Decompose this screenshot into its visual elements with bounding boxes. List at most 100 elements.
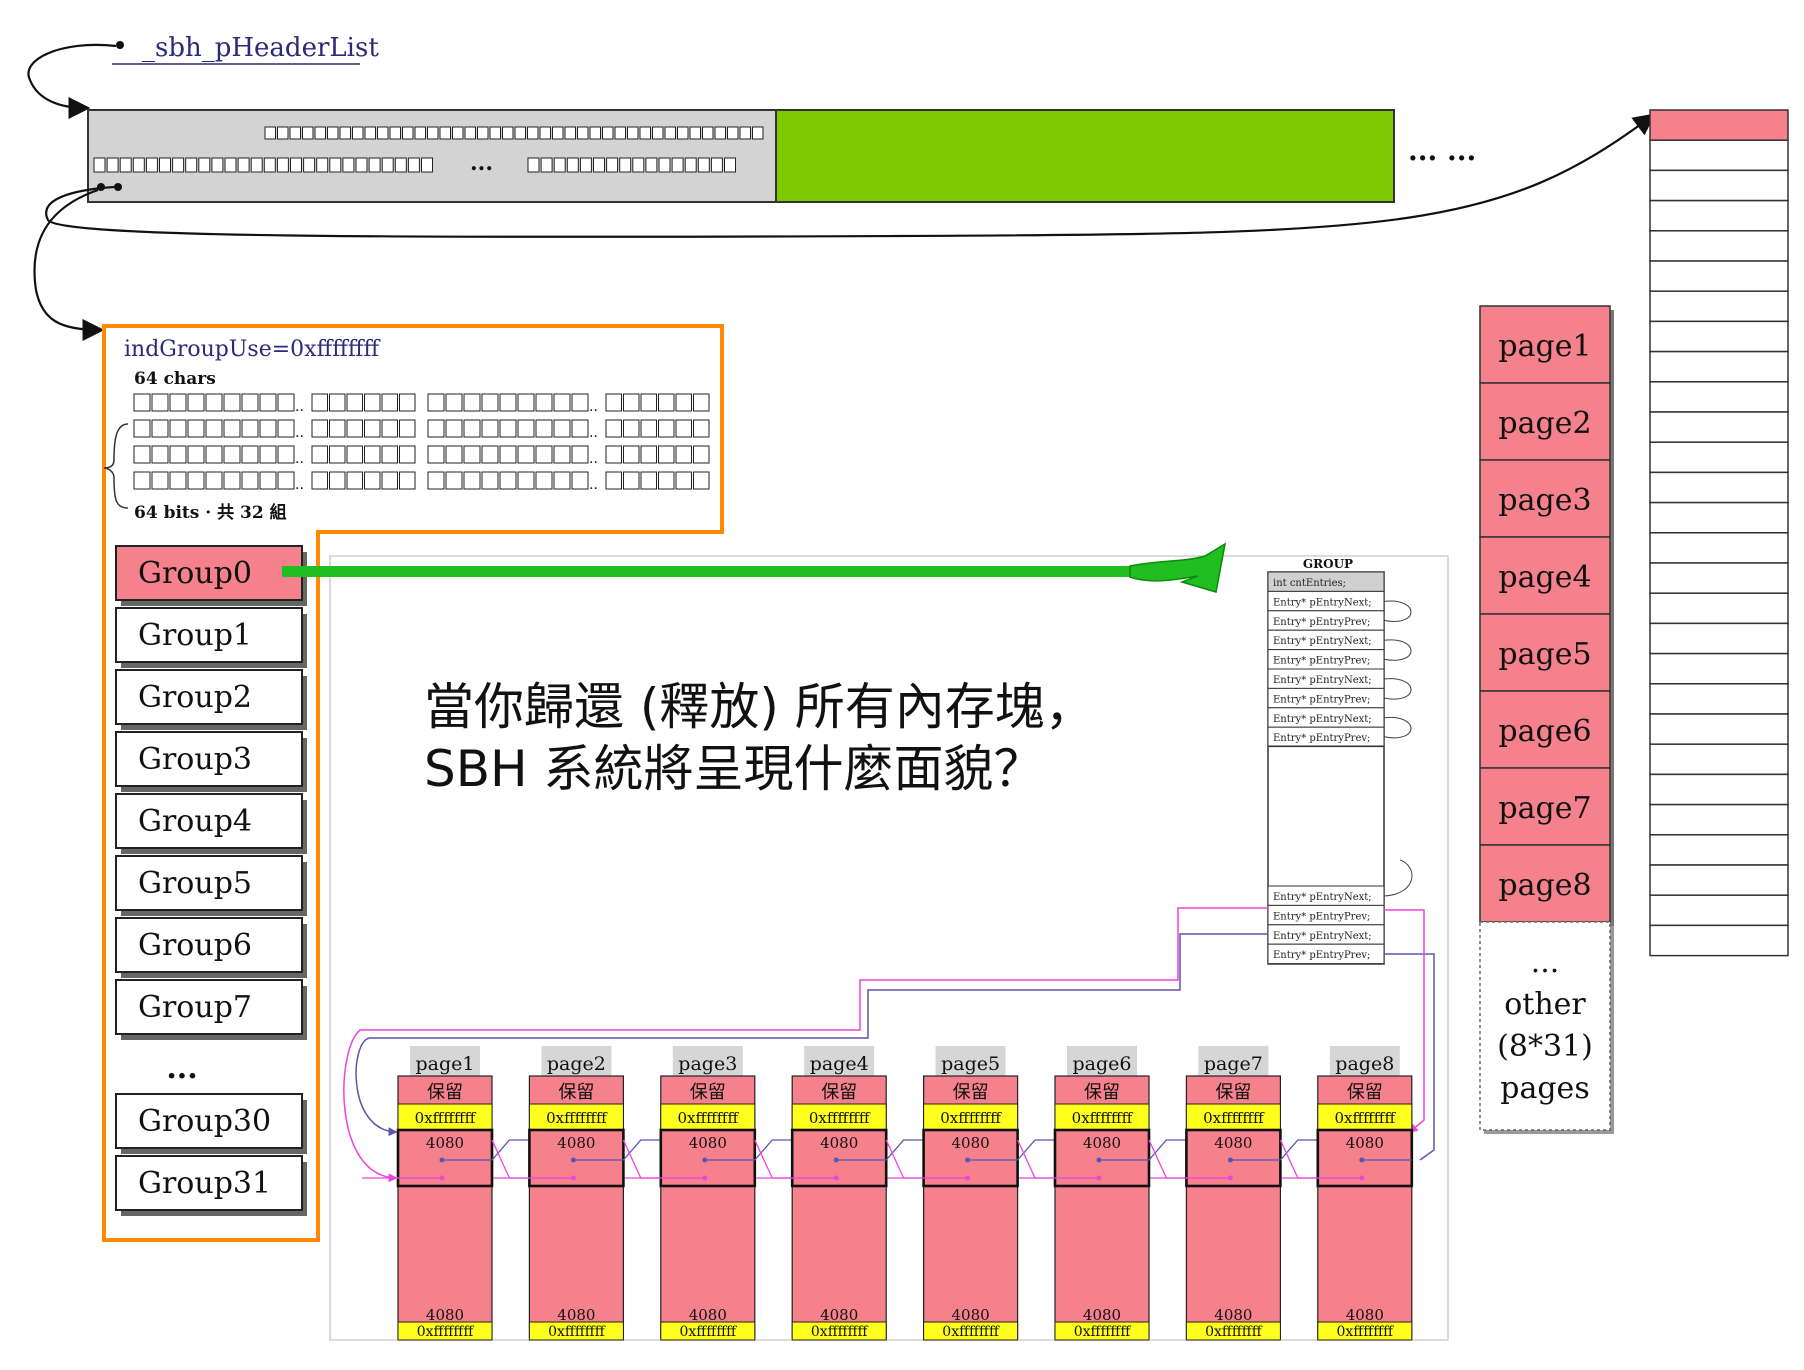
header-array-cell: [1649, 834, 1789, 866]
question-line-2: SBH 系統將呈現什麼面貌？: [424, 740, 1044, 798]
group-label: Group0: [138, 556, 252, 591]
region-bit-cell: [675, 445, 692, 464]
region-bit-cell: [381, 393, 398, 412]
page-entry-box: [528, 1128, 625, 1188]
region-bit-cell: [605, 445, 622, 464]
region-bit-cell: [499, 419, 517, 438]
region-block: indGroupUse=0xffffffff 64 chars ........…: [102, 324, 724, 1242]
header-array-cell: [1649, 169, 1789, 202]
page-entry-box: [1316, 1128, 1414, 1188]
region-bit-cell: [693, 445, 710, 464]
region-bit-cell: [571, 445, 589, 464]
bitmap-cell: [566, 157, 579, 173]
region-bit-cell: [346, 471, 363, 490]
bitmap-cell: [290, 157, 302, 173]
page-list-item: [1479, 767, 1611, 846]
region-bit-cell: [329, 445, 346, 464]
group-entry-label: Entry* pEntryPrev;: [1273, 733, 1370, 744]
region-bit-cell: [329, 393, 346, 412]
region-bit-cell: [535, 419, 553, 438]
page-entry-box: [790, 1128, 888, 1188]
page-size-bottom: 4080: [1083, 1306, 1121, 1324]
header-array-cell: [1649, 471, 1789, 504]
region-bit-cell: [241, 445, 259, 464]
region-bit-cell: [241, 393, 259, 412]
page-tab: [804, 1046, 875, 1076]
page-tab: [541, 1046, 612, 1076]
bitmap-row-bottom-right: [527, 157, 736, 173]
bitmap-cell: [185, 157, 198, 173]
group-to-page8-next: [1384, 953, 1435, 1161]
region-bit-cell: [658, 419, 675, 438]
page-strip-name: page1: [416, 1053, 475, 1075]
bitmap-ellipsis: ...: [470, 150, 493, 176]
header-array-cell: [1649, 864, 1789, 896]
region-bit-cell: [640, 445, 657, 464]
page-prev-link: [1017, 1139, 1055, 1179]
page-ffff-top: [1185, 1103, 1281, 1131]
region-bit-cell: [364, 471, 381, 490]
entry-self-loop: [1383, 678, 1412, 700]
bitmap-cell: [752, 126, 764, 140]
pages-strip: page1保留0xffffffff408040800xffffffffpage2…: [362, 1046, 1414, 1341]
detail-frame: [329, 555, 1449, 1341]
page-ffff-top: [660, 1103, 756, 1131]
bitmap-cell: [540, 157, 553, 173]
bitmap-cell: [724, 157, 736, 173]
page-next-link: [1017, 1139, 1055, 1161]
bitmap-cell: [689, 126, 701, 140]
page-ffff-top: [528, 1103, 624, 1131]
region-bit-cell: [463, 393, 481, 412]
bit-row-ellipsis: ..: [589, 477, 598, 493]
header-array-cell: [1649, 441, 1789, 474]
bitmap-cell: [327, 126, 339, 140]
bitmap-cell: [342, 157, 355, 173]
bitmap-cell: [355, 157, 368, 173]
page-list-item: [1479, 305, 1611, 384]
bitmap-cell: [579, 157, 592, 173]
region-bit-cell: [640, 393, 657, 412]
page-ffff-label: 0xffffffff: [417, 1324, 475, 1340]
page-entry-box: [1053, 1128, 1151, 1188]
page-size-bottom: 4080: [557, 1306, 595, 1324]
region-bit-cell: [499, 471, 517, 490]
page-reserved: 保留: [821, 1082, 857, 1103]
region-outline: [102, 324, 724, 1242]
page-ffff-bottom: [791, 1321, 887, 1341]
page-next-link: [885, 1139, 924, 1161]
bitmap-cell: [727, 126, 739, 140]
bitmap-cell: [593, 157, 605, 173]
region-bit-cell: [205, 393, 223, 412]
bitmap-cell: [159, 157, 171, 173]
region-bit-cell: [241, 471, 259, 490]
bitmap-cell: [514, 126, 526, 140]
group-entry-label: Entry* pEntryPrev;: [1273, 911, 1370, 922]
region-bit-cell: [623, 445, 640, 464]
bitmap-cell: [564, 126, 576, 140]
bitmap-cell: [394, 157, 407, 173]
region-bit-cell: [169, 393, 187, 412]
page-prev-link: [622, 1139, 661, 1179]
page-ffff-label: 0xffffffff: [680, 1324, 738, 1340]
bitmap-cell: [645, 157, 658, 173]
region-bit-cell: [481, 393, 499, 412]
page-entry-box: [922, 1128, 1019, 1188]
page-ffff-top: [923, 1103, 1019, 1131]
page-ffff-label: 0xffffffff: [415, 1109, 477, 1127]
bitmap-cell: [402, 126, 414, 140]
region-bit-cell: [259, 471, 277, 490]
group-label: Group31: [138, 1166, 271, 1201]
bitmap-cell: [652, 126, 664, 140]
bitmap-cell: [364, 126, 376, 140]
page-ffff-bottom: [528, 1321, 624, 1341]
page-prev-link: [885, 1139, 924, 1179]
header-array-cell: [1649, 230, 1789, 262]
bitmap-cell: [439, 126, 451, 140]
page-strip-name: page3: [678, 1053, 737, 1075]
region-bit-cell: [311, 419, 328, 438]
region-bit-cell: [399, 419, 416, 438]
page-ffff-label: 0xffffffff: [942, 1324, 1000, 1340]
other-pages-line: (8*31): [1497, 1029, 1593, 1064]
page-list-label: page3: [1498, 483, 1591, 518]
region-bit-cell: [311, 471, 328, 490]
